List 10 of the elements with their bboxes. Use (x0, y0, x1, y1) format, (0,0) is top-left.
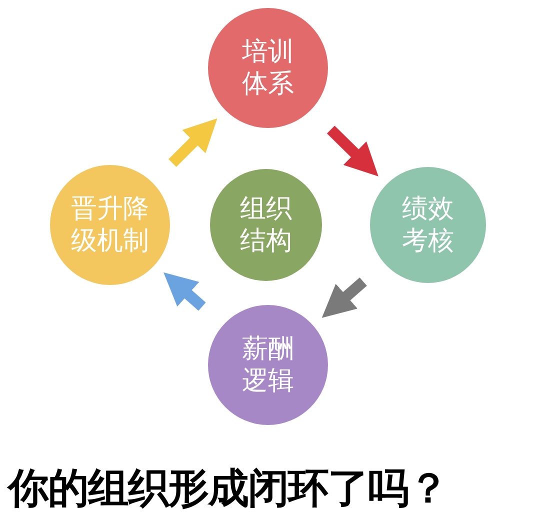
node-label: 晋升降级机制 (70, 192, 150, 258)
arrow (326, 126, 378, 176)
arrow (164, 272, 206, 311)
caption: 你的组织形成闭环了吗？ (8, 464, 448, 513)
node-label: 绩效考核 (401, 192, 455, 258)
arrow (322, 278, 367, 318)
node-label: 薪酬逻辑 (241, 332, 295, 398)
arrow (168, 118, 218, 167)
node-label: 组织结构 (239, 192, 293, 258)
node-label: 培训体系 (241, 36, 295, 100)
